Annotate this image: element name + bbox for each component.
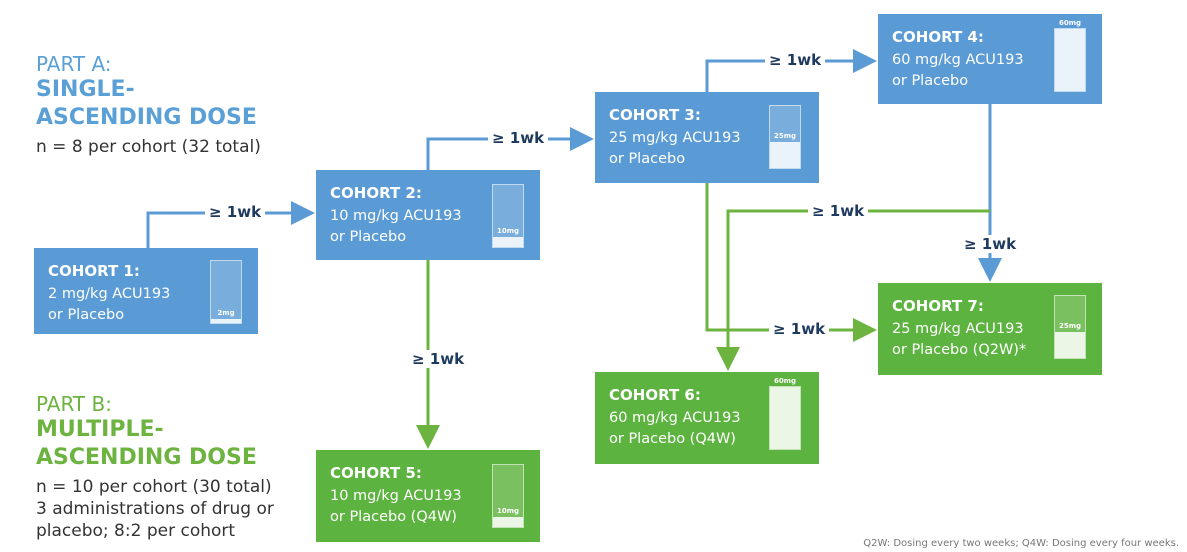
cohort-2-vial-label: 10mg [496,227,520,235]
cohort-7-vial-fill [1055,332,1085,358]
interval-label-c1-c2: ≥ 1wk [205,203,266,221]
cohort-1-box: COHORT 1: 2 mg/kg ACU193 or Placebo 2mg [34,248,258,334]
cohort-2-placebo: or Placebo [330,229,407,245]
part-a-title-line2: ASCENDING DOSE [36,105,257,130]
part-a-description: n = 8 per cohort (32 total) [36,137,261,157]
cohort-5-placebo: or Placebo (Q4W) [330,509,457,525]
cohort-6-dose: 60 mg/kg ACU193 [609,410,741,426]
interval-label-c3-c7: ≥ 1wk [769,320,830,338]
cohort-4-title: COHORT 4: [892,28,984,46]
cohort-5-box: COHORT 5: 10 mg/kg ACU193 or Placebo (Q4… [316,450,540,542]
cohort-2-box: COHORT 2: 10 mg/kg ACU193 or Placebo 10m… [316,170,540,260]
cohort-7-dose: 25 mg/kg ACU193 [892,321,1024,337]
part-a-title-line1: SINGLE- [36,77,135,102]
cohort-7-box: COHORT 7: 25 mg/kg ACU193 or Placebo (Q2… [878,283,1102,375]
cohort-2-vial-icon: 10mg [492,184,524,248]
part-b-label: PART B: [36,392,112,416]
cohort-5-vial-fill [493,517,523,527]
interval-label-c4-c6: ≥ 1wk [808,202,869,220]
cohort-3-placebo: or Placebo [609,151,686,167]
cohort-6-vial-label: 60mg [773,377,797,385]
cohort-4-vial-fill [1055,29,1085,91]
part-b-title-line1: MULTIPLE- [36,417,164,442]
cohort-6-box: COHORT 6: 60 mg/kg ACU193 or Placebo (Q4… [595,372,819,464]
interval-label-c3-c4: ≥ 1wk [765,51,826,69]
cohort-1-dose: 2 mg/kg ACU193 [48,286,171,302]
cohort-3-title: COHORT 3: [609,106,701,124]
cohort-6-vial-icon: 60mg [769,377,801,450]
cohort-4-vial-label: 60mg [1058,19,1082,27]
cohort-7-title: COHORT 7: [892,297,984,315]
cohort-1-placebo: or Placebo [48,307,125,323]
cohort-7-vial-icon: 25mg [1054,295,1086,359]
cohort-4-dose: 60 mg/kg ACU193 [892,52,1024,68]
cohort-3-dose: 25 mg/kg ACU193 [609,130,741,146]
cohort-5-vial-label: 10mg [496,507,520,515]
cohort-3-vial-fill [770,142,800,168]
cohort-5-vial-icon: 10mg [492,464,524,528]
cohort-7-placebo: or Placebo (Q2W)* [892,342,1027,358]
part-b-title-line2: ASCENDING DOSE [36,445,257,470]
cohort-5-title: COHORT 5: [330,464,422,482]
cohort-2-title: COHORT 2: [330,184,422,202]
cohort-3-vial-icon: 25mg [769,105,801,169]
cohort-2-vial-fill [493,237,523,247]
arrow-c4-to-c6 [716,209,990,371]
interval-label-c2-c5: ≥ 1wk [408,350,469,368]
part-a-label: PART A: [36,52,112,76]
footnote: Q2W: Dosing every two weeks; Q4W: Dosing… [863,538,1179,549]
interval-label-c2-c3: ≥ 1wk [488,129,549,147]
cohort-4-vial-icon: 60mg [1054,19,1086,92]
cohort-2-dose: 10 mg/kg ACU193 [330,208,462,224]
cohort-3-box: COHORT 3: 25 mg/kg ACU193 or Placebo 25m… [595,92,819,183]
cohort-4-placebo: or Placebo [892,73,969,89]
interval-label-c4-c7: ≥ 1wk [960,235,1021,253]
cohort-6-vial-fill [770,387,800,449]
part-b-description-line3: placebo; 8:2 per cohort [36,521,236,541]
cohort-1-vial-fill [211,319,241,323]
cohort-1-vial-label: 2mg [217,309,235,317]
cohort-1-title: COHORT 1: [48,262,140,280]
cohort-4-box: COHORT 4: 60 mg/kg ACU193 or Placebo 60m… [878,14,1102,104]
cohort-3-vial-label: 25mg [773,132,797,140]
part-b-heading: PART B: MULTIPLE- ASCENDING DOSE n = 10 … [36,392,274,542]
cohort-5-dose: 10 mg/kg ACU193 [330,488,462,504]
part-a-heading: PART A: SINGLE- ASCENDING DOSE n = 8 per… [36,52,261,158]
cohort-6-placebo: or Placebo (Q4W) [609,431,736,447]
cohort-6-title: COHORT 6: [609,386,701,404]
part-b-description-line2: 3 administrations of drug or [36,499,274,519]
cohort-7-vial-label: 25mg [1058,322,1082,330]
part-b-description-line1: n = 10 per cohort (30 total) [36,477,272,497]
cohort-1-vial-icon: 2mg [210,260,242,324]
